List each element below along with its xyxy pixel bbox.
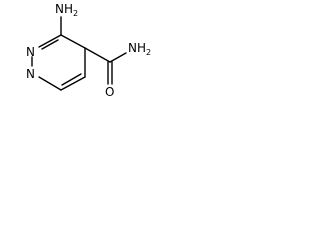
bond-c3-n2: [38, 34, 62, 48]
ring-bonds: [31, 34, 86, 91]
carboxamide-group: [84, 47, 127, 85]
bond-carbonyl-amide-n: [109, 52, 127, 63]
carbonyl-oxygen-label: O: [105, 85, 114, 99]
bond-c4-carbonyl: [84, 47, 111, 63]
bond-c6-c5-inner: [61, 73, 82, 86]
amino-hydrogen-count: 2: [73, 9, 78, 18]
ring-nitrogen-1-label: N: [26, 67, 35, 81]
ring-nitrogen-2-label: N: [26, 45, 35, 59]
bond-c4-c3: [60, 34, 86, 49]
amide-nitrogen-label: NH: [128, 41, 146, 55]
amino-nitrogen-label: NH: [55, 2, 73, 16]
amide-hydrogen-count: 2: [146, 48, 151, 57]
bond-n1-c6: [38, 76, 62, 91]
chemical-structure-diagram: NH 2 N N NH 2 O: [26, 2, 151, 99]
bond-c6-c5: [60, 76, 86, 91]
bond-c3-n2-inner: [41, 39, 59, 50]
